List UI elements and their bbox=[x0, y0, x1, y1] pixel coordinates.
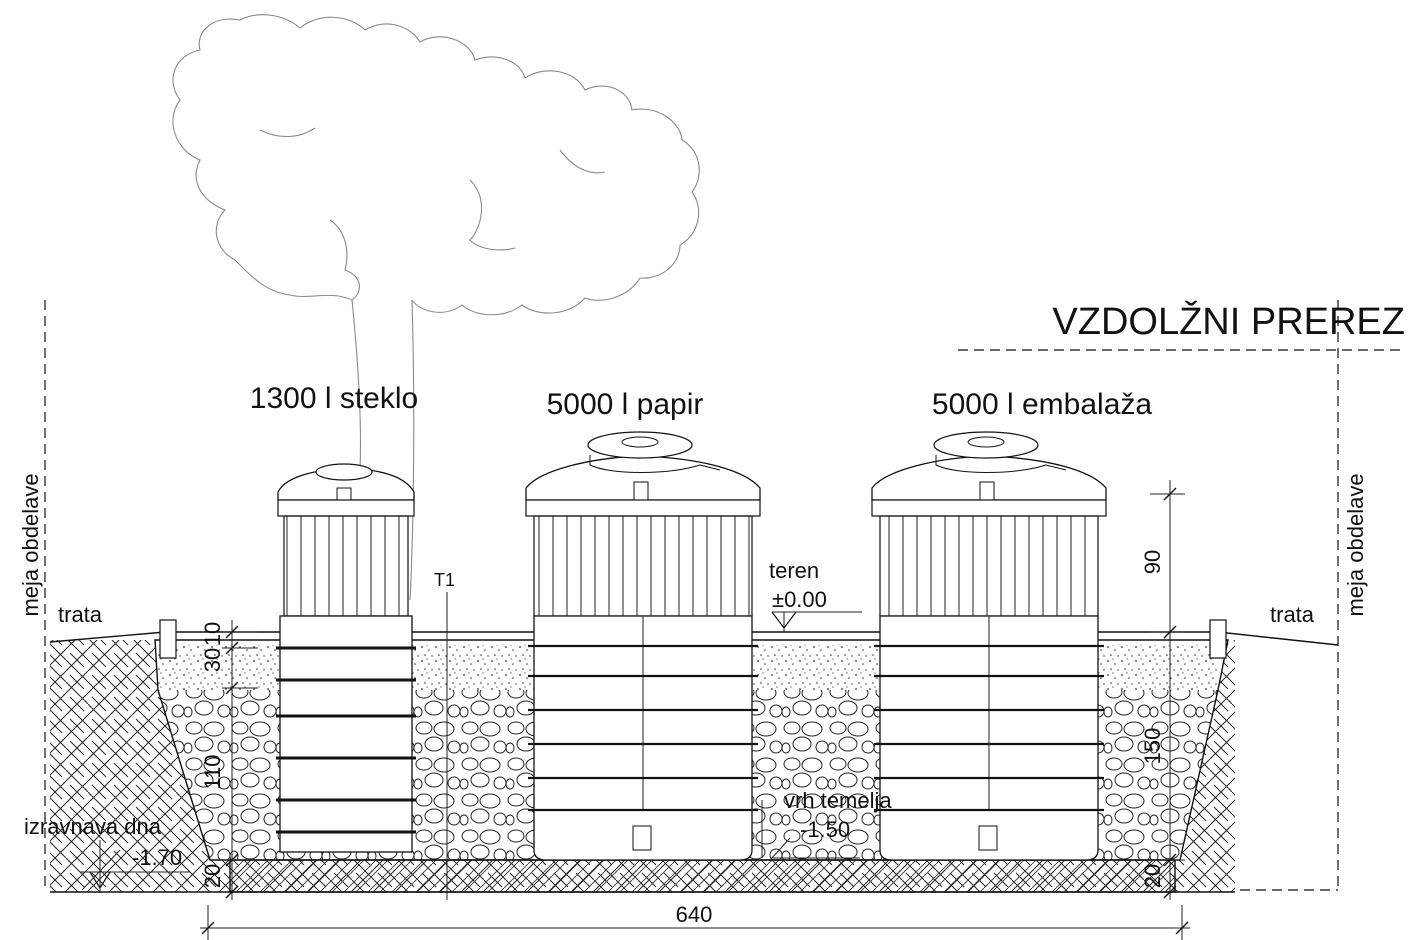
tank-embalaza-opening bbox=[933, 431, 1039, 459]
boundary-lines bbox=[44, 300, 1405, 892]
terrain-label: teren bbox=[769, 558, 819, 583]
tank-steklo-top-body bbox=[283, 515, 409, 617]
tank-steklo-label: 1300 l steklo bbox=[250, 382, 418, 415]
bottom-leveling-label: izravnava dna bbox=[24, 814, 162, 839]
dim-left-10: 10 bbox=[200, 622, 225, 646]
tank-steklo bbox=[276, 463, 416, 853]
foundation-top-label: vrh temelja bbox=[784, 788, 892, 813]
foundation-level-marker bbox=[761, 800, 860, 859]
tank-steklo-opening bbox=[315, 463, 373, 481]
dim-left-20: 20 bbox=[200, 864, 225, 888]
tank-steklo-body bbox=[279, 615, 413, 853]
left-boundary-label: meja obdelave bbox=[18, 473, 43, 616]
terrain-level: ±0.00 bbox=[772, 587, 827, 612]
bottom-level-marker bbox=[80, 840, 190, 892]
foundation-top-level: -1.50 bbox=[800, 817, 850, 842]
left-curb bbox=[159, 619, 177, 659]
dim-left-110: 110 bbox=[200, 754, 225, 789]
terrain-level-marker bbox=[771, 611, 862, 632]
tank-embalaza bbox=[871, 431, 1107, 861]
left-dimension-chain bbox=[222, 620, 258, 900]
tank-embalaza-top-body bbox=[879, 515, 1099, 617]
width-dimension bbox=[200, 905, 1190, 940]
tank-papir-opening bbox=[587, 431, 693, 459]
tank-embalaza-label: 5000 l embalaža bbox=[932, 388, 1152, 421]
bottom-leveling-level: -1.70 bbox=[132, 845, 182, 870]
tree-icon bbox=[172, 14, 700, 601]
dim-total-width: 640 bbox=[676, 902, 713, 927]
right-dimension-chain bbox=[1150, 480, 1185, 900]
tank-papir bbox=[525, 431, 761, 861]
right-curb bbox=[1209, 619, 1227, 659]
foundation-slab bbox=[229, 859, 1176, 893]
t1-label: T1 bbox=[434, 570, 455, 590]
tank-papir-label: 5000 l papir bbox=[547, 388, 704, 421]
dim-right-20: 20 bbox=[1140, 864, 1165, 888]
right-boundary-label: meja obdelave bbox=[1343, 473, 1368, 616]
left-surface-label: trata bbox=[58, 602, 103, 627]
tank-papir-top-body bbox=[533, 515, 753, 617]
right-surface-label: trata bbox=[1270, 602, 1315, 627]
dim-right-150: 150 bbox=[1140, 728, 1165, 765]
dim-right-90: 90 bbox=[1140, 550, 1165, 574]
dim-left-30: 30 bbox=[200, 648, 225, 672]
drawing-title: VZDOLŽNI PREREZ bbox=[1052, 300, 1405, 343]
